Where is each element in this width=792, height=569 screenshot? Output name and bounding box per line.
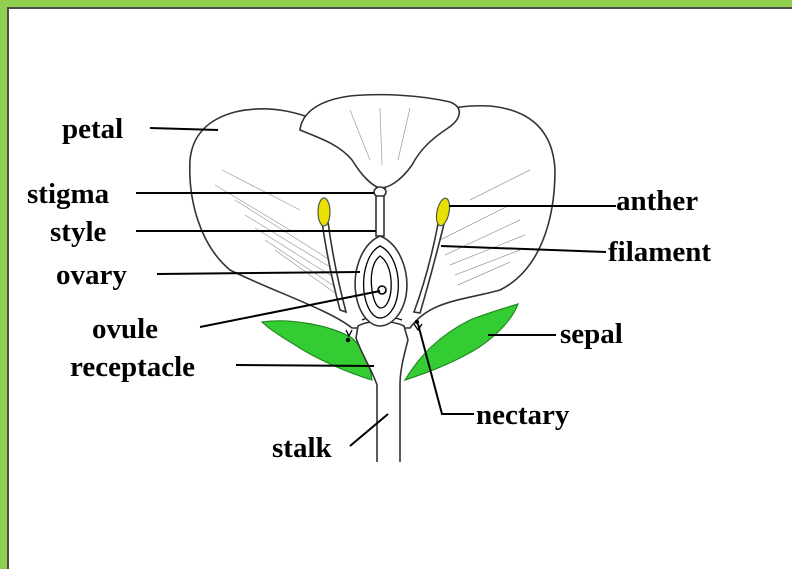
style-tube <box>376 196 384 236</box>
label-style: style <box>50 216 107 248</box>
label-anther: anther <box>616 185 698 217</box>
label-stalk: stalk <box>272 432 333 464</box>
label-stigma: stigma <box>27 178 110 210</box>
label-sepal: sepal <box>560 318 623 350</box>
label-petal: petal <box>62 113 123 145</box>
stalk <box>356 322 408 463</box>
label-receptacle: receptacle <box>70 351 195 383</box>
receptacle-pointer <box>236 365 374 366</box>
label-ovule: ovule <box>92 313 158 345</box>
left-anther <box>318 198 330 226</box>
label-ovary: ovary <box>56 259 127 291</box>
label-nectary: nectary <box>476 399 570 431</box>
label-filament: filament <box>608 236 711 268</box>
ovule-body <box>378 286 386 294</box>
left-sepal <box>262 321 372 380</box>
